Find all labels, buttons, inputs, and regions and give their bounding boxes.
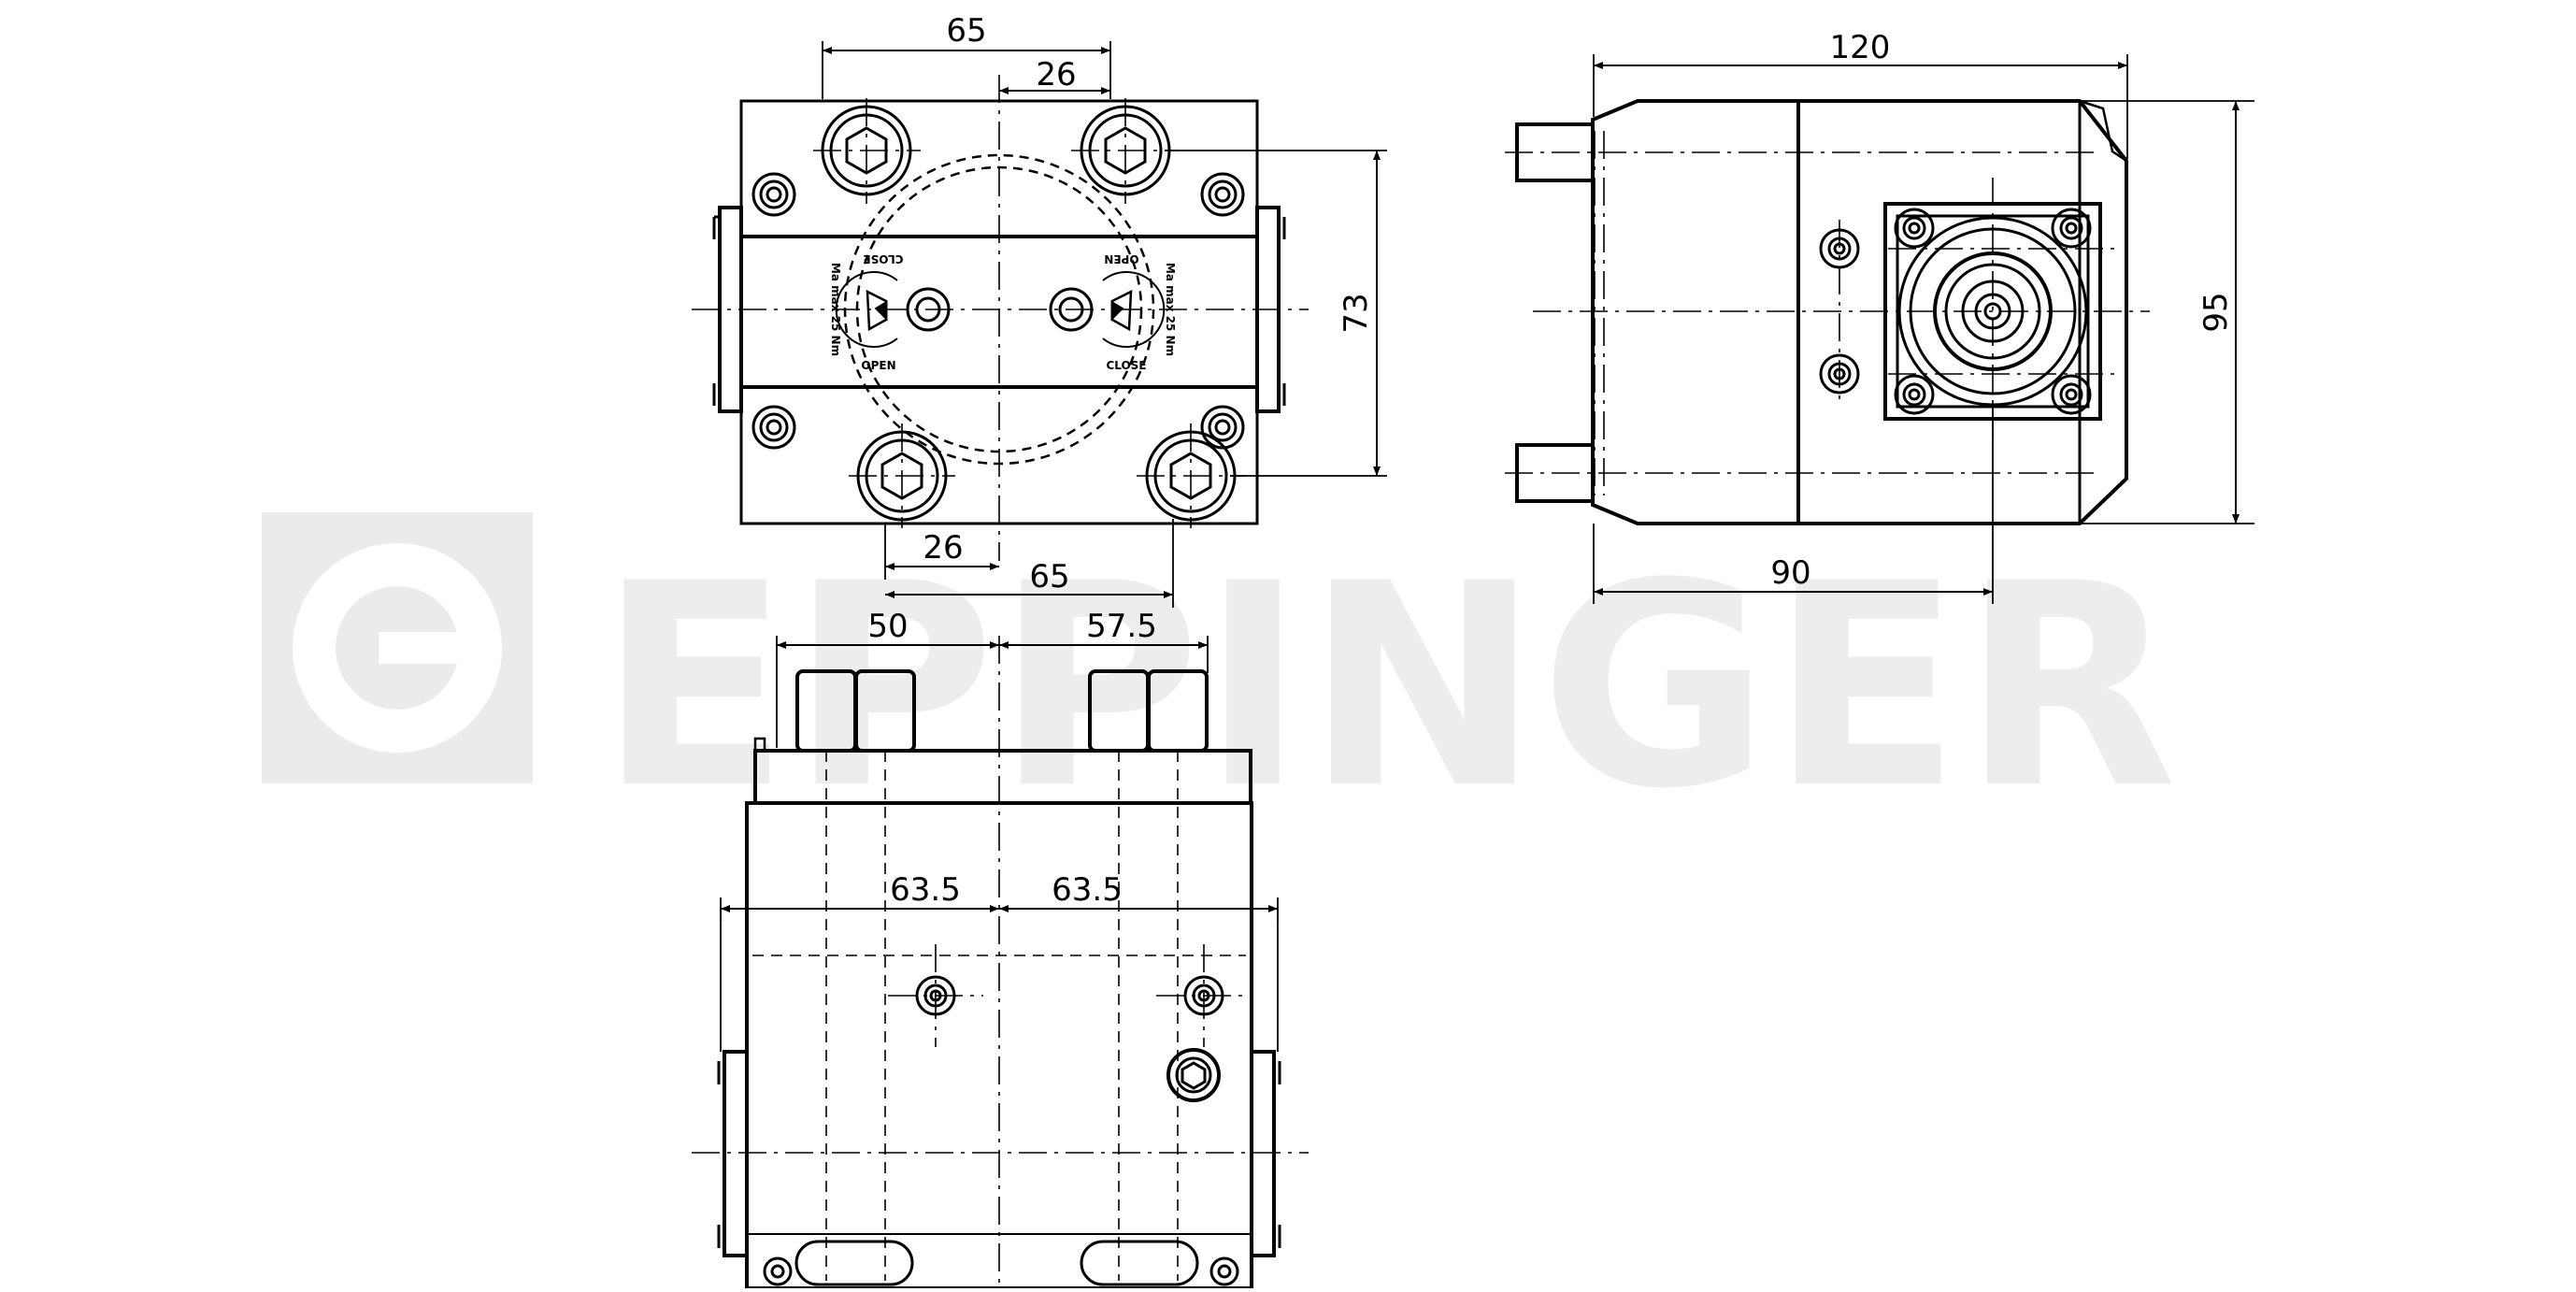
- dim-63-5-left: 63.5: [890, 871, 961, 909]
- dim-73: 73: [1338, 293, 1375, 333]
- small-screw-3: [751, 405, 796, 450]
- dim-120: 120: [1830, 29, 1891, 66]
- flange-screw-4: [2051, 374, 2092, 415]
- top-view: [692, 41, 1387, 608]
- valve-label-open-left: OPEN: [861, 359, 895, 372]
- valve-label-close-right: CLOSE: [1106, 359, 1146, 372]
- valve-label-open-right: OPEN: [1104, 252, 1138, 266]
- small-screw-1: [751, 172, 796, 217]
- dim-26-bottom: 26: [923, 529, 963, 567]
- dim-57-5: 57.5: [1086, 608, 1157, 645]
- watermark-logo: [262, 512, 533, 783]
- front-bottom-screw-1: [763, 1256, 793, 1286]
- dim-26-top: 26: [1036, 56, 1076, 93]
- front-view: [692, 636, 1309, 1290]
- flange-screw-2: [2051, 208, 2092, 249]
- small-screw-2: [1200, 172, 1245, 217]
- valve-label-close-left: CLOSE: [863, 252, 903, 266]
- dim-65-top: 65: [946, 12, 986, 50]
- flange-screw-1: [1894, 208, 1935, 249]
- dim-90: 90: [1770, 554, 1810, 592]
- valve-label-mark-right: Ma max 25 Nm: [1164, 263, 1177, 356]
- front-plug: [1166, 1048, 1221, 1102]
- side-view: [1505, 54, 2254, 604]
- watermark-text: EPPINGER: [598, 524, 2178, 850]
- dim-63-5-right: 63.5: [1052, 871, 1123, 909]
- valve-label-mark-left: Ma max 25 Nm: [829, 263, 842, 356]
- flange-screw-3: [1894, 374, 1935, 415]
- dim-50: 50: [867, 608, 908, 645]
- small-screw-4: [1200, 405, 1245, 450]
- front-bottom-screw-2: [1209, 1256, 1239, 1286]
- dim-95: 95: [2197, 292, 2235, 332]
- dim-65-bottom: 65: [1029, 558, 1069, 596]
